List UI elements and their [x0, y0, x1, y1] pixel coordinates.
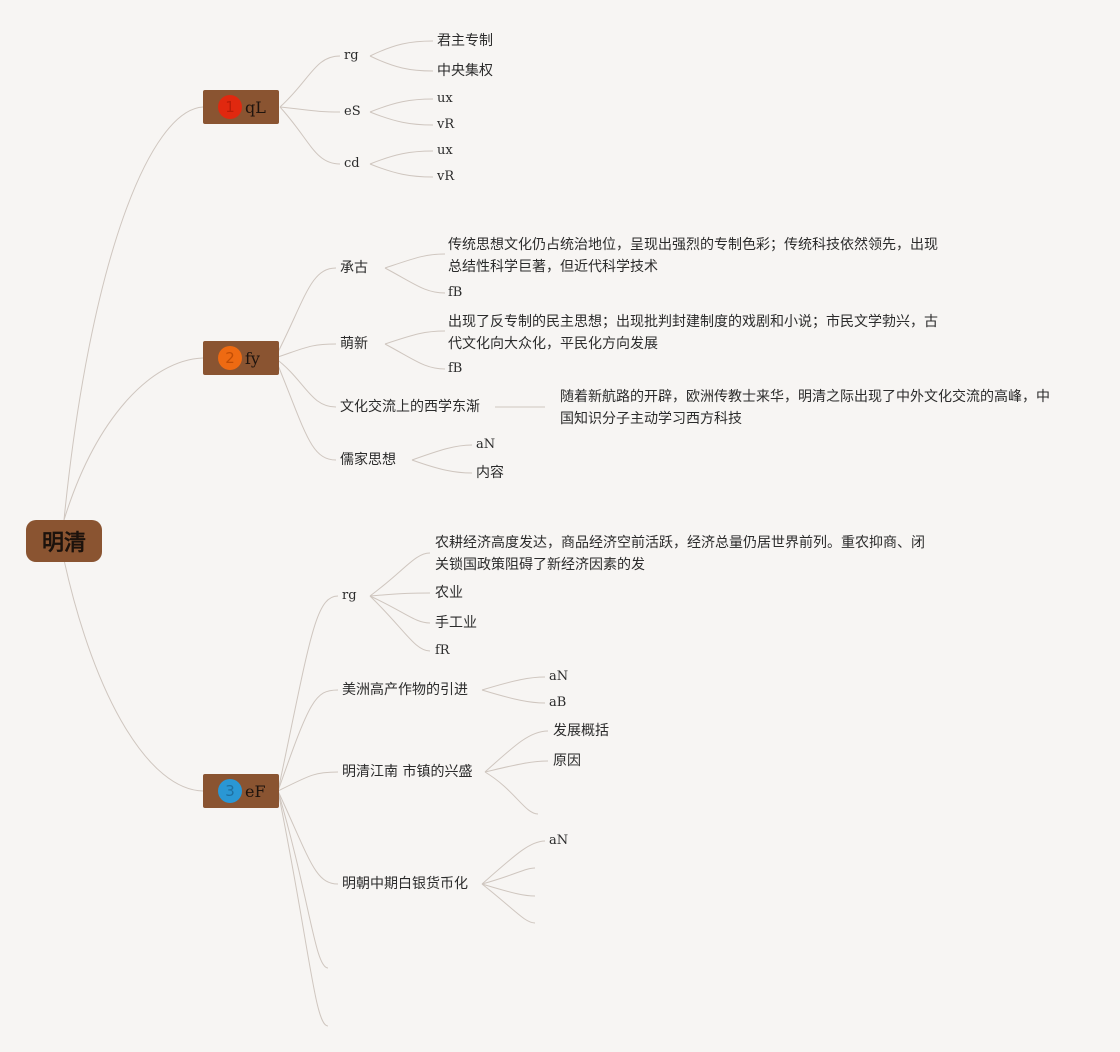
b1-c3-leaf-2[interactable]: vR — [437, 169, 455, 184]
link-b1-cd-1 — [369, 150, 434, 165]
b3-c1-leaf-4[interactable]: fR — [435, 643, 450, 658]
branch-node-2[interactable]: 2 fy — [203, 341, 279, 375]
link-b3-c3-3 — [484, 771, 539, 815]
b3-c1-leaf-2[interactable]: 农业 — [435, 585, 463, 601]
b1-c1-leaf-1[interactable]: 君主专制 — [437, 33, 493, 49]
b3-child-2[interactable]: 美洲高产作物的引进 — [342, 682, 468, 698]
link-b3-c4-3 — [481, 883, 536, 897]
b2-c4-leaf-2[interactable]: 内容 — [476, 465, 504, 481]
b1-child-2[interactable]: eS — [344, 104, 361, 119]
link-b3-c2 — [277, 689, 339, 792]
b1-child-3[interactable]: cd — [344, 156, 360, 171]
link-b1-cd — [279, 106, 341, 165]
link-b3-c3-1 — [484, 730, 549, 773]
link-b3-c1 — [277, 595, 339, 792]
link-root-branch-2 — [63, 357, 204, 521]
number-badge-2: 2 — [218, 346, 242, 370]
link-b3-c3 — [277, 771, 339, 792]
number-badge-1: 1 — [218, 95, 242, 119]
link-b1-rg — [279, 55, 341, 108]
link-b3-c4-1 — [481, 840, 546, 885]
link-b1-rg-1 — [369, 40, 434, 57]
link-b3-c1-2 — [369, 592, 431, 597]
b3-c4-leaf-1[interactable]: aN — [549, 833, 569, 848]
link-b2-c2-1 — [384, 330, 446, 345]
branch-node-1[interactable]: 1 qL — [203, 90, 279, 124]
b3-child-4[interactable]: 明朝中期白银货币化 — [342, 876, 468, 892]
b2-c4-leaf-1[interactable]: aN — [476, 437, 496, 452]
link-b3-c2-2 — [481, 689, 546, 704]
b2-child-3[interactable]: 文化交流上的西学东渐 — [340, 399, 480, 415]
b3-c2-leaf-2[interactable]: aB — [549, 695, 567, 710]
link-b2-c3 — [274, 357, 337, 408]
b1-child-1[interactable]: rg — [344, 48, 359, 63]
b3-child-3[interactable]: 明清江南 市镇的兴盛 — [342, 764, 473, 780]
b3-child-1[interactable]: rg — [342, 588, 357, 603]
link-b2-c4 — [274, 357, 337, 461]
link-b3-c1-1 — [369, 552, 431, 597]
b1-c1-leaf-2[interactable]: 中央集权 — [437, 63, 493, 79]
link-b2-c2-2 — [384, 343, 446, 370]
branch-label-1: qL — [245, 97, 266, 117]
b3-c1-leaf-1[interactable]: 农耕经济高度发达，商品经济空前活跃，经济总量仍居世界前列。重农抑商、闭关锁国政策… — [435, 535, 925, 573]
number-badge-3: 3 — [218, 779, 242, 803]
link-b1-eS-2 — [369, 111, 434, 126]
link-b3-c4-4 — [481, 883, 536, 924]
link-b2-c4-1 — [411, 444, 473, 461]
link-b2-c2 — [274, 343, 337, 359]
link-b3-c5 — [277, 790, 329, 969]
root-label: 明清 — [41, 531, 86, 556]
branch-node-3[interactable]: 3 eF — [203, 774, 279, 808]
b2-c1-leaf-1[interactable]: 传统思想文化仍占统治地位，呈现出强烈的专制色彩；传统科技依然领先，出现总结性科学… — [448, 237, 938, 275]
link-b3-c6 — [277, 790, 329, 1027]
link-b3-c2-1 — [481, 676, 546, 691]
link-b2-c1-2 — [384, 267, 446, 294]
link-b1-cd-2 — [369, 163, 434, 178]
b2-child-4[interactable]: 儒家思想 — [340, 452, 396, 468]
b2-c1-leaf-2[interactable]: fB — [448, 285, 463, 300]
link-b3-c1-4 — [369, 595, 431, 652]
link-b2-c1-1 — [384, 253, 446, 269]
link-b3-c1-3 — [369, 595, 431, 624]
b2-child-1[interactable]: 承古 — [340, 260, 368, 276]
branch-label-3: eF — [245, 781, 266, 801]
b3-c3-leaf-1[interactable]: 发展概括 — [553, 723, 609, 739]
link-root-branch-1 — [63, 106, 204, 521]
link-b3-c3-2 — [484, 760, 549, 773]
link-b1-eS-1 — [369, 98, 434, 113]
b1-c2-leaf-2[interactable]: vR — [437, 117, 455, 132]
b1-c3-leaf-1[interactable]: ux — [437, 143, 453, 158]
link-b1-rg-2 — [369, 55, 434, 72]
link-b2-c4-2 — [411, 459, 473, 474]
link-b3-c4-2 — [481, 867, 536, 885]
branch-label-2: fy — [245, 348, 260, 368]
b2-child-2[interactable]: 萌新 — [340, 336, 368, 352]
b2-c2-leaf-2[interactable]: fB — [448, 361, 463, 376]
b2-c2-leaf-1[interactable]: 出现了反专制的民主思想；出现批判封建制度的戏剧和小说；市民文学勃兴，古代文化向大… — [448, 314, 938, 352]
b2-c3-leaf-1[interactable]: 随着新航路的开辟，欧洲传教士来华，明清之际出现了中外文化交流的高峰，中国知识分子… — [560, 389, 1050, 427]
root-node[interactable]: 明清 — [26, 520, 102, 562]
b1-c2-leaf-1[interactable]: ux — [437, 91, 453, 106]
link-b1-eS — [279, 106, 341, 113]
link-root-branch-3 — [63, 559, 204, 792]
b3-c3-leaf-2[interactable]: 原因 — [553, 753, 581, 769]
link-b3-c4 — [277, 790, 339, 885]
b3-c2-leaf-1[interactable]: aN — [549, 669, 569, 684]
b3-c1-leaf-3[interactable]: 手工业 — [435, 615, 477, 631]
link-b2-c1 — [274, 267, 337, 359]
